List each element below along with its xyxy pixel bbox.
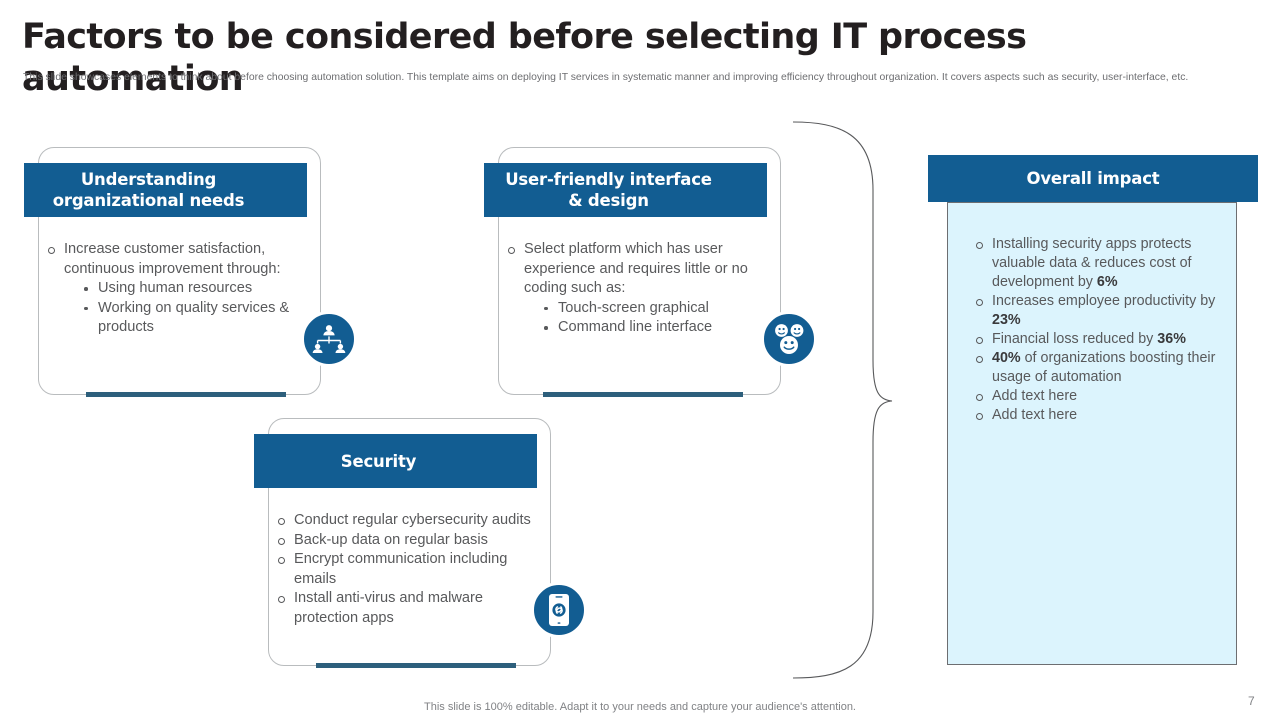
list-item: Back-up data on regular basis bbox=[268, 531, 545, 551]
list-item: Install anti-virus and malware protectio… bbox=[268, 589, 545, 628]
card-understanding-organizational-needs[interactable]: Understanding organizational needs Incre… bbox=[24, 147, 357, 397]
impact-body: Installing security apps protects valuab… bbox=[947, 202, 1237, 665]
list-item: Add text here bbox=[966, 387, 1226, 406]
impact-text: Add text here bbox=[992, 407, 1078, 423]
card-accent-underline bbox=[543, 392, 743, 397]
impact-bullet-list: Installing security apps protects valuab… bbox=[966, 235, 1226, 425]
list-item: Conduct regular cybersecurity audits bbox=[268, 511, 545, 531]
list-item: Installing security apps protects valuab… bbox=[966, 235, 1226, 292]
sub-list-item: Touch-screen graphical bbox=[542, 299, 773, 319]
list-item: Increase customer satisfaction, continuo… bbox=[38, 240, 303, 338]
sub-list-item: Using human resources bbox=[82, 279, 303, 299]
card-security[interactable]: Security Conduct regular cybersecurity a… bbox=[254, 418, 587, 668]
card-header-bar: Security bbox=[254, 434, 537, 488]
org-chart-icon bbox=[301, 311, 357, 367]
card-title: Understanding organizational needs bbox=[52, 170, 245, 210]
impact-text-post: of organizations boosting their usage of… bbox=[992, 350, 1216, 385]
page-title: Factors to be considered before selectin… bbox=[22, 17, 1027, 99]
card-user-friendly-interface-design[interactable]: User-friendly interface & design bbox=[484, 147, 817, 397]
sub-list-item: Working on quality services & products bbox=[82, 299, 303, 338]
impact-metric: 6% bbox=[1096, 274, 1118, 290]
list-item: 40% of organizations boosting their usag… bbox=[966, 349, 1226, 387]
bullet-list: Select platform which has user experienc… bbox=[498, 240, 773, 338]
user-group-icon bbox=[761, 311, 817, 367]
page-number: 7 bbox=[1248, 694, 1255, 708]
list-item: Add text here bbox=[966, 406, 1226, 425]
bullet-list: Increase customer satisfaction, continuo… bbox=[38, 240, 303, 338]
sub-bullet-list: Using human resources Working on quality… bbox=[64, 279, 303, 338]
impact-text: Add text here bbox=[992, 388, 1078, 404]
footer-note: This slide is 100% editable. Adapt it to… bbox=[424, 701, 856, 713]
bullet-text: Select platform which has user experienc… bbox=[524, 241, 748, 296]
card-header-bar: Understanding organizational needs bbox=[24, 163, 307, 217]
impact-title: Overall impact bbox=[1026, 169, 1160, 188]
card-title: User-friendly interface & design bbox=[505, 170, 712, 210]
card-header-bar: User-friendly interface & design bbox=[484, 163, 767, 217]
impact-text: Installing security apps protects valuab… bbox=[992, 236, 1192, 290]
list-item: Encrypt communication including emails bbox=[268, 550, 545, 589]
bullet-list: Conduct regular cybersecurity audits Bac… bbox=[268, 511, 545, 628]
impact-text: Financial loss reduced by bbox=[992, 331, 1158, 347]
overall-impact-panel: Overall impact Installing security apps … bbox=[928, 155, 1258, 667]
card-accent-underline bbox=[86, 392, 286, 397]
sub-list-item: Command line interface bbox=[542, 318, 773, 338]
card-accent-underline bbox=[316, 663, 516, 668]
card-content: Select platform which has user experienc… bbox=[498, 240, 781, 338]
page-subtitle: This slide showcases elements to think a… bbox=[23, 72, 1189, 83]
impact-metric: 40% bbox=[992, 350, 1021, 366]
card-content: Conduct regular cybersecurity audits Bac… bbox=[268, 511, 551, 628]
card-content: Increase customer satisfaction, continuo… bbox=[38, 240, 321, 338]
curly-brace-connector bbox=[780, 120, 910, 680]
impact-metric: 23% bbox=[992, 312, 1021, 328]
impact-header-bar: Overall impact bbox=[928, 155, 1258, 202]
list-item: Select platform which has user experienc… bbox=[498, 240, 773, 338]
list-item: Increases employee productivity by 23% bbox=[966, 292, 1226, 330]
card-title: Security bbox=[340, 451, 417, 471]
impact-metric: 36% bbox=[1157, 331, 1186, 347]
mobile-lock-icon bbox=[531, 582, 587, 638]
list-item: Financial loss reduced by 36% bbox=[966, 330, 1226, 349]
impact-text: Increases employee productivity by bbox=[992, 293, 1216, 309]
sub-bullet-list: Touch-screen graphical Command line inte… bbox=[524, 299, 773, 338]
bullet-text: Increase customer satisfaction, continuo… bbox=[64, 241, 281, 277]
